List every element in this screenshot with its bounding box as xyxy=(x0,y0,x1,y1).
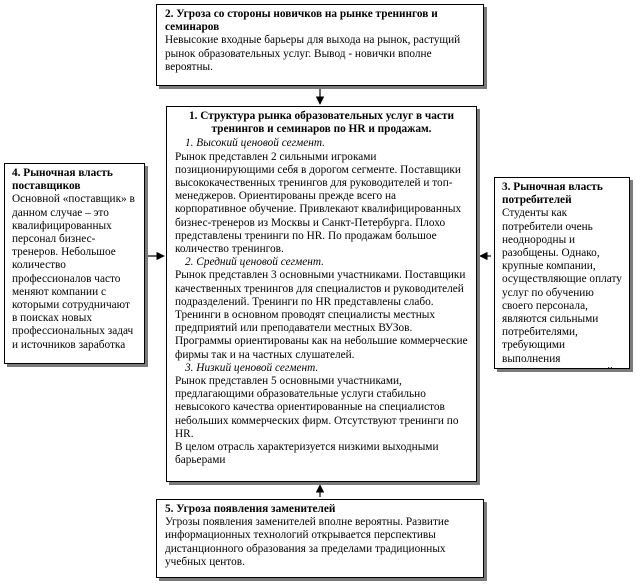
segment-mid-name: 2. Средний ценовой сегмент. xyxy=(185,256,324,269)
segment-low-text: Рынок представлен 5 основными участникам… xyxy=(175,375,459,440)
supplier-power-box: 4. Рыночная власть поставщиков Основной … xyxy=(4,163,145,364)
supplier-power-text: Основной «поставщик» в данном случае – э… xyxy=(12,193,135,351)
buyer-power-box: 3. Рыночная власть потребителей Студенты… xyxy=(494,177,630,369)
substitutes-threat-box: 5. Угроза появления заменителей Угрозы п… xyxy=(156,499,484,578)
segment-low-name: 3. Низкий ценовой сегмент. xyxy=(185,361,319,374)
buyer-power-title: 3. Рыночная власть потребителей xyxy=(502,181,603,207)
substitutes-text: Угрозы появления заменителей вполне веро… xyxy=(165,516,449,568)
substitutes-title: 5. Угроза появления заменителей xyxy=(165,503,336,515)
new-entrants-title: 2. Угроза со стороны новичков на рынке т… xyxy=(165,8,438,34)
segment-high-name: 1. Высокий ценовой сегмент. xyxy=(185,137,325,150)
segment-high-text: Рынок представлен 2 сильными игроками по… xyxy=(175,150,462,256)
buyer-power-text: Студенты как потребители очень неоднород… xyxy=(502,207,622,368)
market-structure-title: 1. Структура рынка образовательных услуг… xyxy=(189,110,454,136)
supplier-power-title: 4. Рыночная власть поставщиков xyxy=(12,167,113,193)
new-entrants-text: Невысокие входные барьеры для выхода на … xyxy=(165,34,461,73)
market-conclusion: В целом отрасль характеризуется низкими … xyxy=(175,441,439,467)
segment-mid-text: Рынок представлен 3 основными участникам… xyxy=(175,269,468,361)
market-structure-box: 1. Структура рынка образовательных услуг… xyxy=(166,106,477,482)
new-entrants-threat-box: 2. Угроза со стороны новичков на рынке т… xyxy=(156,4,484,86)
